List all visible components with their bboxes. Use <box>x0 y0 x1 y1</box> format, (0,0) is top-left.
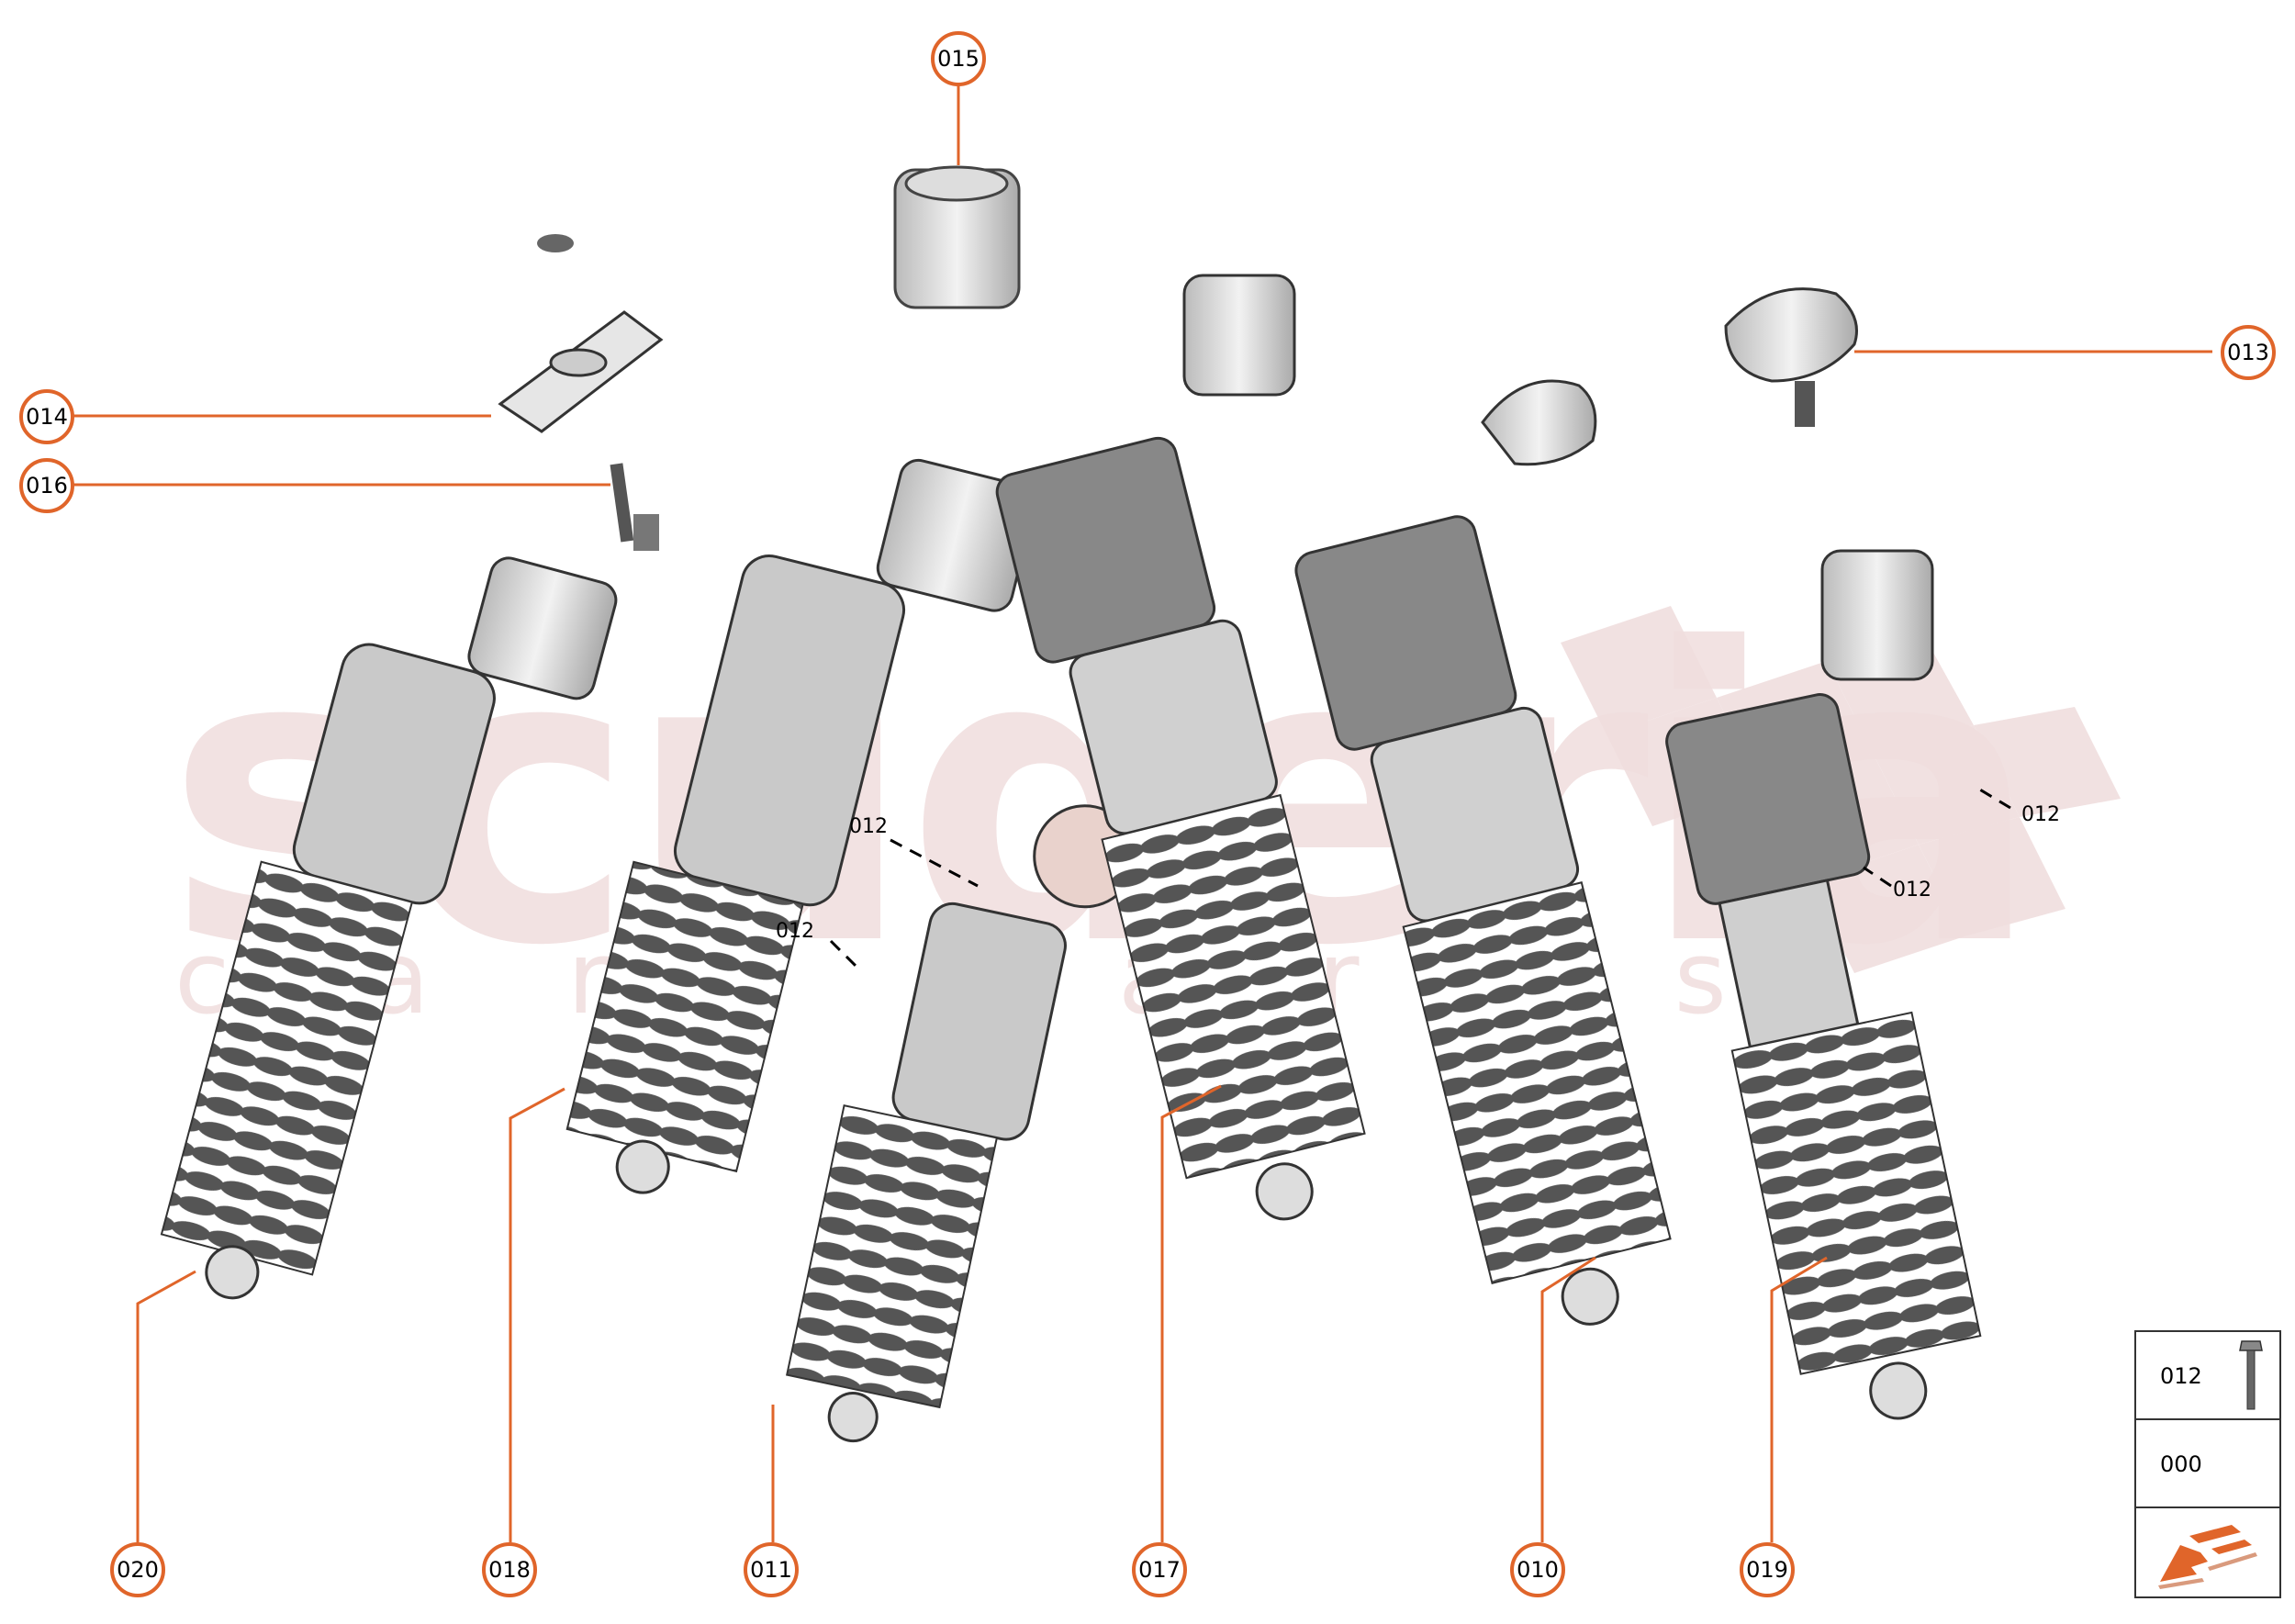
part-011-shock <box>786 804 1137 1443</box>
callout-010[interactable]: 010 <box>1510 1542 1565 1597</box>
bolt-icon <box>2239 1340 2263 1410</box>
label-012-c[interactable]: 012 <box>2021 803 2060 826</box>
dashed-leader-lines <box>829 784 2011 970</box>
callout-018[interactable]: 018 <box>482 1542 537 1597</box>
next-page-arrow-icon <box>2158 1525 2257 1589</box>
callout-011[interactable]: 011 <box>744 1542 799 1597</box>
legend-next-page[interactable] <box>2136 1508 2279 1596</box>
part-015-reservoir <box>893 165 1021 309</box>
part-016-bolt <box>610 463 659 551</box>
part-014-top-mount <box>498 234 664 433</box>
callout-017[interactable]: 017 <box>1132 1542 1187 1597</box>
callout-014[interactable]: 014 <box>19 389 74 444</box>
leader-lines <box>73 64 2212 1542</box>
label-012-d[interactable]: 012 <box>1893 879 1931 902</box>
part-017-shock <box>995 436 1366 1221</box>
part-018-shock <box>565 458 1036 1194</box>
label-012-a[interactable]: 012 <box>849 815 888 838</box>
legend-code: 000 <box>2160 1451 2202 1477</box>
part-020-shock <box>160 556 618 1300</box>
label-012-b[interactable]: 012 <box>776 920 814 943</box>
callout-013[interactable]: 013 <box>2221 325 2276 380</box>
part-010-shock <box>1294 515 1672 1326</box>
part-013-accumulator <box>1724 287 1858 427</box>
callout-016[interactable]: 016 <box>19 458 74 513</box>
legend-row-000[interactable]: 000 <box>2136 1420 2279 1508</box>
callout-015[interactable]: 015 <box>931 31 986 86</box>
callout-019[interactable]: 019 <box>1740 1542 1795 1597</box>
parts-legend: 012 000 <box>2134 1330 2281 1598</box>
legend-row-012[interactable]: 012 <box>2136 1332 2279 1420</box>
legend-code: 012 <box>2160 1363 2202 1389</box>
part-019-shock <box>1665 693 1982 1420</box>
callout-020[interactable]: 020 <box>110 1542 165 1597</box>
